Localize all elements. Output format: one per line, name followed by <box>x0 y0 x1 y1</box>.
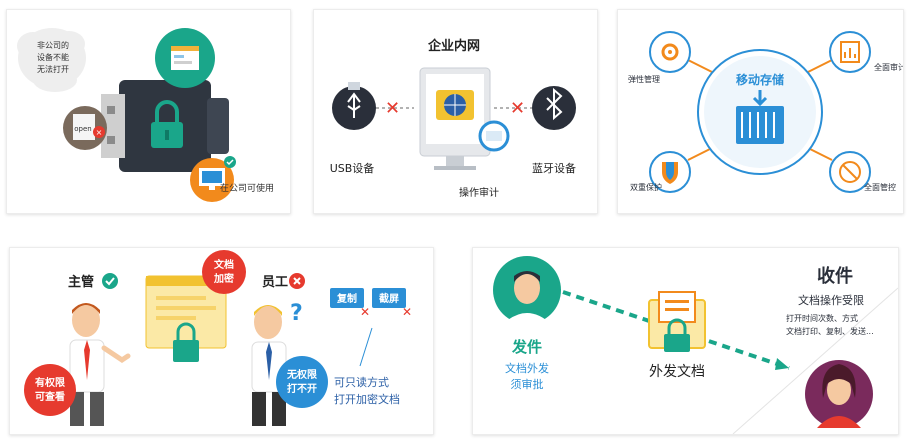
copy-label: 复制 <box>336 292 357 305</box>
employee-access-badge: 无权限 打不开 <box>276 356 328 408</box>
sender-avatar <box>493 256 561 324</box>
thought-bubble: 非公司的 设备不能 无法打开 <box>17 28 86 92</box>
monitor-circle-icon <box>190 156 236 202</box>
storage-center-label: 移动存储 <box>736 72 784 87</box>
manager-avatar <box>69 303 131 426</box>
block-usb-icon: ✕ <box>385 98 400 119</box>
network-title: 企业内网 <box>427 38 480 54</box>
bluetooth-label: 蓝牙设备 <box>532 161 576 175</box>
svg-text:✕: ✕ <box>402 305 412 319</box>
screenshot-label: 截屏 <box>379 292 399 305</box>
network-panel: 企业内网 USB设备 ✕ 操作审计 ✕ <box>313 9 598 214</box>
employee-label: 员工 <box>262 275 288 290</box>
usb-device-label: USB设备 <box>330 161 375 175</box>
feature-dual-protection: 双重保护 <box>630 182 662 192</box>
company-use-label: 在公司可使用 <box>220 182 274 194</box>
padlock-icon <box>151 100 183 148</box>
feature-full-audit: 全面审计 <box>874 62 903 72</box>
badge-line-2: 加密 <box>213 272 234 285</box>
receiver-detail-line-2: 文档打印、复制、发送... <box>786 326 874 336</box>
receiver-subtitle: 文档操作受限 <box>798 293 864 307</box>
storage-center-icon: 移动存储 <box>697 49 823 175</box>
computer-monitor-icon <box>419 67 491 170</box>
screenshot-tag: 截屏 ✕ <box>372 288 412 319</box>
bubble-line-1: 非公司的 <box>37 40 69 50</box>
manager-label: 主管 <box>68 274 94 290</box>
full-audit-icon <box>829 31 871 73</box>
employee-access-line-2: 打不开 <box>287 382 317 395</box>
manager-check-icon <box>102 273 118 289</box>
manager-access-badge: 有权限 可查看 <box>24 364 76 416</box>
sender-title: 发件 <box>511 338 542 356</box>
file-open-label: open <box>74 125 91 133</box>
outbound-doc-label: 外发文档 <box>649 364 705 380</box>
question-mark-icon: ? <box>290 301 303 326</box>
manager-access-line-1: 有权限 <box>35 376 66 389</box>
file-circle-icon: open × <box>63 106 107 150</box>
employee-avatar: ? <box>251 301 303 426</box>
bubble-line-3: 无法打开 <box>37 64 69 74</box>
transfer-panel: 发件 文档外发 须审批 外发文档 收件 文档操作受限 打开时间次数、方式 文档打… <box>472 247 899 435</box>
manager-access-line-2: 可查看 <box>35 390 65 403</box>
outbound-document-icon <box>648 291 706 352</box>
feature-full-control: 全面管控 <box>864 182 896 192</box>
usb-device-icon <box>332 82 376 130</box>
note-line-2: 打开加密文档 <box>334 392 400 406</box>
feature-elastic-management: 弹性管理 <box>628 74 660 84</box>
audit-label: 操作审计 <box>459 186 499 199</box>
receiver-detail-line-1: 打开时间次数、方式 <box>786 313 858 323</box>
sender-desc-line-2: 须审批 <box>511 377 544 391</box>
receiver-avatar <box>805 360 873 428</box>
permission-panel: 主管 有权限 可查看 <box>9 247 434 435</box>
svg-text:×: × <box>96 128 103 137</box>
full-control-icon <box>829 151 871 193</box>
bubble-line-2: 设备不能 <box>37 52 69 62</box>
browser-circle-icon <box>155 28 215 88</box>
copy-tag: 复制 ✕ <box>330 288 370 319</box>
bluetooth-icon <box>532 86 576 130</box>
encrypted-document-icon <box>145 275 227 362</box>
note-line-1: 可只读方式 <box>334 375 389 389</box>
svg-text:✕: ✕ <box>360 305 370 319</box>
encryption-badge: 文档 加密 <box>202 250 246 294</box>
usb-panel: 非公司的 设备不能 无法打开 open × <box>6 9 291 214</box>
badge-line-1: 文档 <box>214 258 234 271</box>
receiver-title: 收件 <box>817 265 853 287</box>
dual-protection-icon <box>649 151 691 193</box>
sender-desc-line-1: 文档外发 <box>505 361 549 375</box>
storage-panel: 移动存储 弹性管理 全面审计 双重保护 全面管控 <box>617 9 904 214</box>
employee-access-line-1: 无权限 <box>286 368 318 381</box>
block-bluetooth-icon: ✕ <box>510 98 525 119</box>
audit-magnifier-icon <box>478 120 510 152</box>
elastic-management-icon <box>649 31 691 73</box>
